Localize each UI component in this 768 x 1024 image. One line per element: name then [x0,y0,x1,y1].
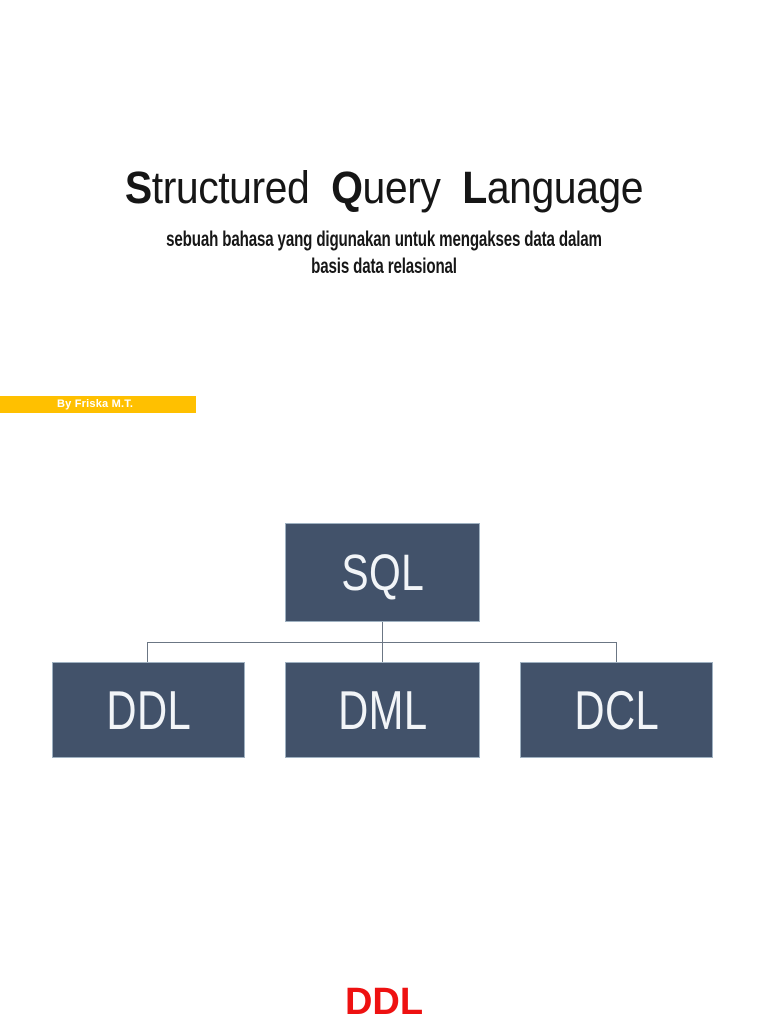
subtitle-line-2: basis data relasional [311,255,457,278]
title-word-query: Query [331,162,441,213]
next-section-heading: DDL [344,981,424,1023]
title-word-rest: tructured [151,162,310,213]
title-initial: Q [331,162,363,213]
connector-right-stub [616,642,617,662]
subtitle-line-1: sebuah bahasa yang digunakan untuk menga… [166,228,602,251]
node-dcl: DCL [520,662,713,758]
node-sql: SQL [285,523,480,622]
title-word-rest: anguage [486,162,644,213]
node-ddl-label: DDL [106,678,191,741]
node-sql-label: SQL [341,544,424,601]
node-ddl: DDL [52,662,245,758]
author-badge-label: By Friska M.T. [57,398,134,410]
title-initial: S [124,162,152,213]
node-dml-label: DML [337,678,428,741]
node-dml: DML [285,662,480,758]
slide-title: Structured Query Language [35,165,734,210]
slide-subtitle: sebuah bahasa yang digunakan untuk menga… [108,226,661,280]
connector-left-stub [147,642,148,662]
connector-horizontal [147,642,617,643]
author-badge: By Friska M.T. [0,396,196,413]
title-word-structured: Structured [124,162,310,213]
node-dcl-label: DCL [574,678,659,741]
title-word-rest: uery [362,162,441,213]
title-initial: L [462,162,487,213]
title-word-language: Language [462,162,643,213]
